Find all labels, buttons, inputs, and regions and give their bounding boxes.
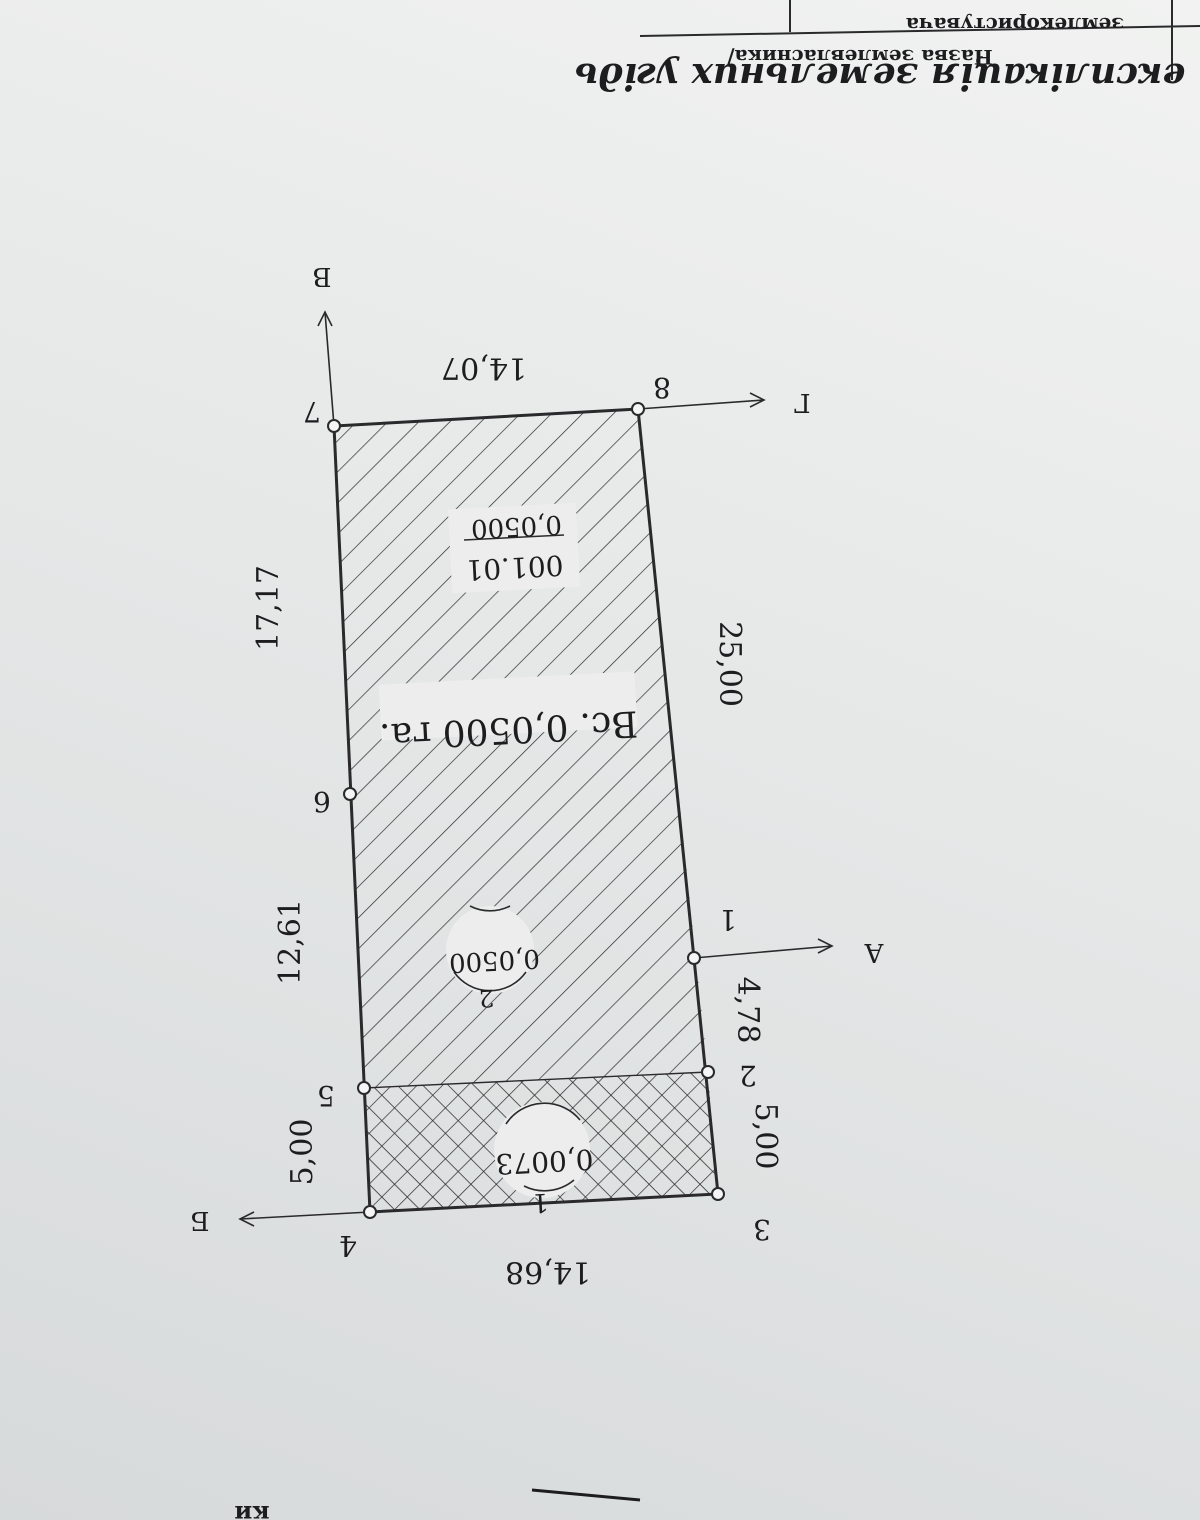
parcel-area-text: 0,0500 <box>470 509 562 544</box>
land-2-area: 0,0500 <box>448 943 540 978</box>
point-label-6: 6 <box>313 785 331 818</box>
neighbour-label-b: Б <box>190 1205 209 1235</box>
boundary-points <box>327 402 725 1219</box>
land-1-label: 0,0073 1 <box>494 1102 594 1217</box>
dimension-right-long: 25,00 <box>712 621 747 707</box>
neighbour-label-g: Г <box>793 387 810 417</box>
dimension-left-bottom: 5,00 <box>285 1119 320 1186</box>
point-2 <box>701 1065 715 1079</box>
point-label-2: 2 <box>739 1059 757 1092</box>
point-1 <box>687 951 701 965</box>
point-7 <box>327 419 341 433</box>
header-title: експлікація земельних угідь <box>575 55 1186 97</box>
corner-fragment: ки <box>234 1500 269 1520</box>
land-1-area: 0,0073 <box>495 1142 595 1180</box>
area-total-label: Вс. 0,0500 га. <box>378 671 639 757</box>
land-2-number: 2 <box>478 984 495 1013</box>
neighbour-label-v: В <box>312 261 331 291</box>
land-2-label: 0,0500 2 <box>446 905 541 1013</box>
point-3 <box>711 1187 725 1201</box>
parcel-code-label: 001.01 0,0500 <box>447 502 581 594</box>
point-label-3: 3 <box>753 1213 771 1246</box>
dimension-left-upper: 17,17 <box>251 565 286 651</box>
point-5 <box>357 1081 371 1095</box>
bottom-rule <box>531 1488 641 1502</box>
dimension-right-bottom: 5,00 <box>748 1103 783 1170</box>
point-label-4: 4 <box>339 1229 357 1262</box>
neighbour-label-a: А <box>864 937 884 967</box>
point-8 <box>631 402 645 416</box>
point-label-5: 5 <box>317 1079 335 1112</box>
land-divider-line <box>363 1071 709 1089</box>
point-label-8: 8 <box>653 371 671 404</box>
land-1-number: 1 <box>531 1187 549 1218</box>
point-4 <box>363 1205 377 1219</box>
point-6 <box>343 787 357 801</box>
dimension-left-middle: 12,61 <box>273 899 308 985</box>
neighbour-arrows <box>238 310 834 1227</box>
point-label-7: 7 <box>303 395 321 428</box>
header-owner-line1: Назва землевласника/ <box>727 45 993 69</box>
parcel-code-text: 001.01 <box>465 548 565 586</box>
dimension-top: 14,07 <box>441 350 527 385</box>
header-table: Назва землевласника/ землекористувача ек… <box>575 0 1200 97</box>
parcel-area-hatched <box>334 409 708 1088</box>
dimension-bottom: 14,68 <box>505 1254 591 1289</box>
dimension-right-short: 4,78 <box>730 977 765 1044</box>
header-owner-line2: землекористувача <box>906 13 1124 37</box>
point-label-1: 1 <box>719 903 737 936</box>
